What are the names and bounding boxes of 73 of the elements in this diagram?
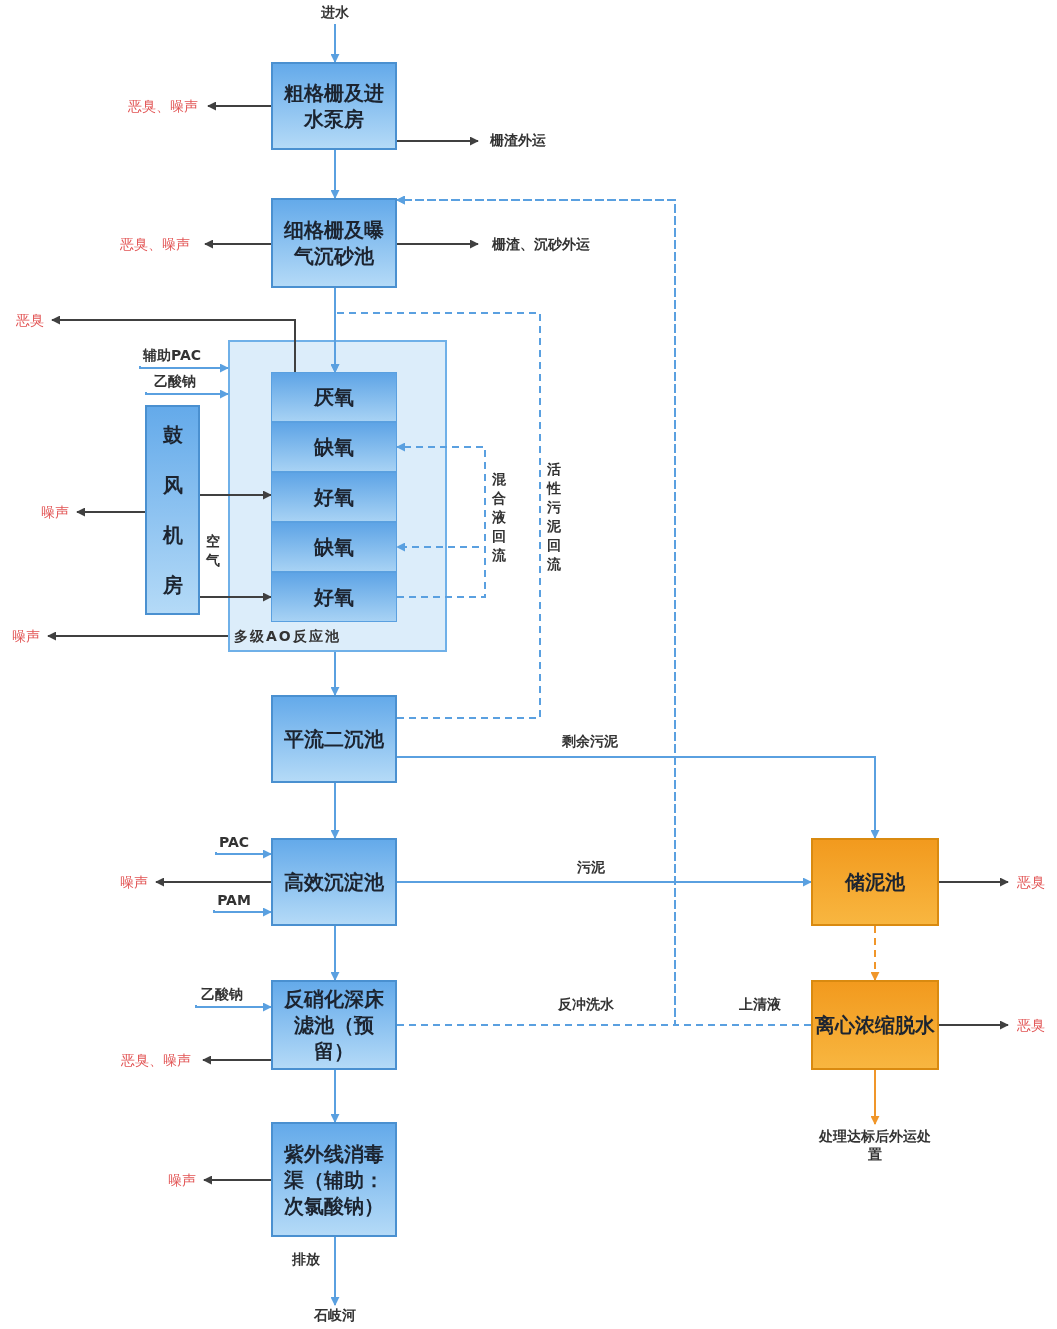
emission-label: 恶臭 xyxy=(8,310,52,332)
text-label: 栅渣、沉砂外运 xyxy=(478,234,603,256)
arrow xyxy=(938,1020,1009,1030)
edge-label: 反冲洗水 xyxy=(556,995,616,1013)
arrow xyxy=(195,1002,272,1012)
emission-label: 恶臭、噪声 xyxy=(118,96,208,118)
arrow xyxy=(330,925,340,981)
sludge-box: 储泥池 xyxy=(811,838,939,926)
arrow xyxy=(202,1055,272,1065)
zone-box: 好氧 xyxy=(271,472,397,522)
text-label: 处理达标后外运处置 xyxy=(818,1124,932,1168)
arrow xyxy=(204,239,272,249)
text-label: PAC xyxy=(212,832,256,852)
edge-label: 剩余污泥 xyxy=(560,732,620,750)
dashed-arrow xyxy=(870,925,880,981)
dashed-arrow xyxy=(330,312,541,719)
arrow xyxy=(330,149,340,199)
emission-label: 噪声 xyxy=(4,626,48,648)
arrow xyxy=(155,877,272,887)
arrow xyxy=(213,907,272,917)
emission-label: 噪声 xyxy=(112,872,156,894)
arrow xyxy=(330,1069,340,1123)
text-label: 乙酸钠 xyxy=(192,985,252,1005)
zone-box: 缺氧 xyxy=(271,522,397,572)
arrow xyxy=(396,136,479,146)
text-label: 乙酸钠 xyxy=(142,372,208,392)
emission-label: 恶臭 xyxy=(1008,1015,1054,1037)
zone-box: 缺氧 xyxy=(271,422,397,472)
arrow xyxy=(396,756,880,839)
arrow xyxy=(396,877,812,887)
arrow xyxy=(207,101,272,111)
arrow xyxy=(203,1175,272,1185)
arrow xyxy=(938,877,1009,887)
edge-label: 排放 xyxy=(290,1250,322,1268)
zone-box: 厌氧 xyxy=(271,372,397,422)
edge-label: 上清液 xyxy=(737,995,783,1013)
arrow xyxy=(145,389,229,399)
arrow xyxy=(330,23,340,63)
arrow xyxy=(396,239,479,249)
arrow xyxy=(76,507,146,517)
arrow xyxy=(199,592,272,602)
arrow xyxy=(51,315,296,373)
arrow xyxy=(870,1069,880,1125)
text-label: PAM xyxy=(210,890,258,910)
sludge-box: 离心浓缩脱水 xyxy=(811,980,939,1070)
arrow xyxy=(199,490,272,500)
process-box: 反硝化深床滤池（预留） xyxy=(271,980,397,1070)
reactor-panel xyxy=(228,340,447,652)
arrow xyxy=(215,849,272,859)
arrow xyxy=(139,363,229,373)
arrow xyxy=(330,651,340,696)
process-box: 平流二沉池 xyxy=(271,695,397,783)
arrow xyxy=(47,631,229,641)
text-label: 辅助PAC xyxy=(132,346,212,366)
panel-title: 多级AO反应池 xyxy=(234,628,341,646)
process-box: 高效沉淀池 xyxy=(271,838,397,926)
zone-box: 好氧 xyxy=(271,572,397,622)
emission-label: 噪声 xyxy=(160,1170,204,1192)
process-box: 细格栅及曝气沉砂池 xyxy=(271,198,397,288)
dashed-arrow xyxy=(396,195,812,1026)
process-box: 紫外线消毒渠（辅助：次氯酸钠） xyxy=(271,1122,397,1237)
emission-label: 恶臭、噪声 xyxy=(105,234,205,256)
emission-label: 恶臭、噪声 xyxy=(108,1050,203,1072)
text-label: 进水 xyxy=(300,2,370,24)
arrow xyxy=(330,1236,340,1306)
emission-label: 噪声 xyxy=(33,502,77,524)
process-box: 鼓风机房 xyxy=(145,405,200,615)
text-label: 栅渣外运 xyxy=(478,130,558,152)
emission-label: 恶臭 xyxy=(1008,872,1054,894)
edge-label: 污泥 xyxy=(575,858,607,876)
process-box: 粗格栅及进水泵房 xyxy=(271,62,397,150)
arrow xyxy=(330,782,340,839)
text-label: 石岐河 xyxy=(298,1305,372,1327)
